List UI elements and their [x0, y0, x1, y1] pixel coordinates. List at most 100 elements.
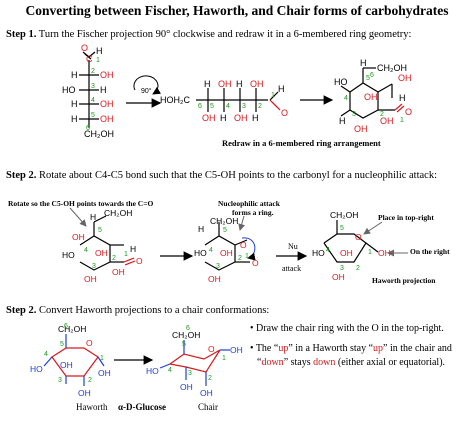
fischer-o: O	[81, 43, 88, 53]
chair-oh-c2: OH	[200, 388, 213, 398]
chain-h-top-3: H	[236, 79, 243, 89]
bottom-ch2oh: CH₂OH	[58, 324, 86, 334]
chain-n1: 1	[271, 92, 275, 99]
rotate-ho: HO	[62, 250, 75, 260]
attack-n4: 4	[209, 247, 213, 254]
rotate-n1: 1	[124, 251, 128, 258]
product-ch2oh: CH₂OH	[330, 210, 358, 220]
product-ho: HO	[312, 248, 325, 258]
bottom-n4: 4	[44, 351, 48, 358]
chair-n5: 5	[182, 341, 186, 348]
on-right-caption: On the right	[410, 247, 450, 256]
page-title: Converting between Fischer, Haworth, and…	[25, 3, 449, 18]
bottom-oh-c2: OH	[78, 388, 91, 398]
chair-n3: 3	[188, 370, 192, 377]
attack-h: H	[198, 224, 204, 234]
top-right-pointer-arrow	[363, 221, 383, 235]
chain-n3: 3	[242, 103, 246, 110]
rotate-ring	[79, 215, 136, 271]
rotate-n3: 3	[92, 263, 96, 270]
chain-oh-bot-5: OH	[202, 113, 216, 123]
fischer-oh4: OH	[100, 99, 114, 109]
fischer-c1: C	[86, 54, 93, 64]
attack-ring	[204, 222, 250, 271]
redraw-caption: Redraw in a 6-membered ring arrangement	[222, 138, 381, 148]
haworth-label: Haworth	[76, 402, 108, 412]
ring-n3: 3	[352, 111, 356, 118]
fischer-h2: H	[71, 70, 78, 80]
attack-n2: 2	[238, 255, 242, 262]
ring-ch2oh: CH₂OH	[377, 63, 407, 73]
chair-n2: 2	[208, 375, 212, 382]
attack-o-carbonyl: O	[252, 258, 259, 268]
fischer-ch2oh: CH₂OH	[84, 129, 114, 139]
ring-ho-c4: HO	[334, 77, 348, 87]
product-n1: 1	[368, 249, 372, 256]
ring-n2: 2	[380, 111, 384, 118]
rotate-oh-c2: OH	[112, 267, 125, 277]
attack-oh-bottom: OH	[208, 274, 221, 284]
product-n2: 2	[356, 265, 360, 272]
fischer-h3: H	[100, 85, 107, 95]
chair-n1: 1	[222, 355, 226, 362]
bottom-n2: 2	[88, 377, 92, 384]
ring-n5: 5	[366, 75, 370, 82]
fischer-n3: 3	[91, 83, 95, 90]
attack-label: attack	[282, 264, 302, 273]
chain-h-top-5: H	[204, 79, 211, 89]
chain-oh-top-2: OH	[250, 79, 264, 89]
bottom-n6: 6	[64, 323, 68, 330]
fischer-projection	[79, 51, 99, 128]
fischer-h4: H	[71, 99, 78, 109]
product-oh-anomeric: OH	[378, 248, 391, 258]
chair-ring-o: O	[208, 344, 215, 354]
ring-h-aldehyde: H	[399, 93, 406, 103]
svg-text:90°: 90°	[141, 87, 152, 95]
nucleophilic-caption: Nucleophilic attack	[218, 199, 280, 208]
horizontal-chain	[196, 88, 281, 112]
step1-instruction: Step 1. Turn the Fischer projection 90° …	[6, 29, 412, 40]
chain-h-bot-2: H	[252, 113, 259, 123]
top-right-caption: Place in top-right	[378, 213, 434, 222]
chain-n4: 4	[226, 103, 230, 110]
product-n3: 3	[340, 265, 344, 272]
fischer-ho3: HO	[62, 85, 76, 95]
chain-oh-bot-3: OH	[234, 113, 248, 123]
chain-o-aldehyde: O	[281, 108, 288, 118]
product-oh-c3: OH	[340, 248, 353, 258]
forms-ring-caption: forms a ring.	[232, 208, 274, 217]
chair-n4: 4	[168, 367, 172, 374]
chair-ho: HO	[146, 366, 159, 376]
nucleophilic-pointer-arrow	[238, 215, 246, 231]
product-n5: 5	[340, 225, 344, 232]
chair-label: Chair	[198, 402, 218, 412]
fischer-n1: 1	[96, 57, 100, 64]
bullet-1: • Draw the chair ring with the O in the …	[250, 323, 444, 334]
rotate-oh-bottom: OH	[84, 274, 97, 284]
step2-rotate-instruction: Step 2. Rotate about C4-C5 bond such tha…	[6, 170, 438, 181]
attack-n3: 3	[216, 263, 220, 270]
fischer-n6: 6	[86, 125, 90, 132]
rotate-n4: 4	[84, 247, 88, 254]
ring-o-aldehyde: O	[405, 107, 412, 117]
ring-n6: 6	[370, 72, 374, 79]
chain-oh-top-4: OH	[218, 79, 232, 89]
chair-oh-anomeric: OH	[230, 345, 243, 355]
attack-oh-c3: OH	[220, 248, 233, 258]
ring-h-top: H	[360, 58, 367, 68]
chain-n5: 5	[210, 103, 214, 110]
rotate-oh: OH	[72, 232, 85, 242]
ring-oh-bottom: OH	[354, 124, 368, 134]
rotate-oh-c3: OH	[95, 248, 108, 258]
ring-n1: 1	[400, 117, 404, 124]
rotate-h-top: H	[90, 212, 96, 222]
ring-n4: 4	[344, 95, 348, 102]
bottom-n3: 3	[58, 377, 62, 384]
open-ring	[340, 67, 405, 119]
glucose-label: α-D-Glucose	[118, 402, 167, 412]
bottom-n5: 5	[60, 341, 64, 348]
product-ring-o: O	[355, 232, 362, 242]
rotate-n2: 2	[112, 255, 116, 262]
rotate-caption: Rotate so the C5-OH points towards the C…	[8, 199, 154, 208]
